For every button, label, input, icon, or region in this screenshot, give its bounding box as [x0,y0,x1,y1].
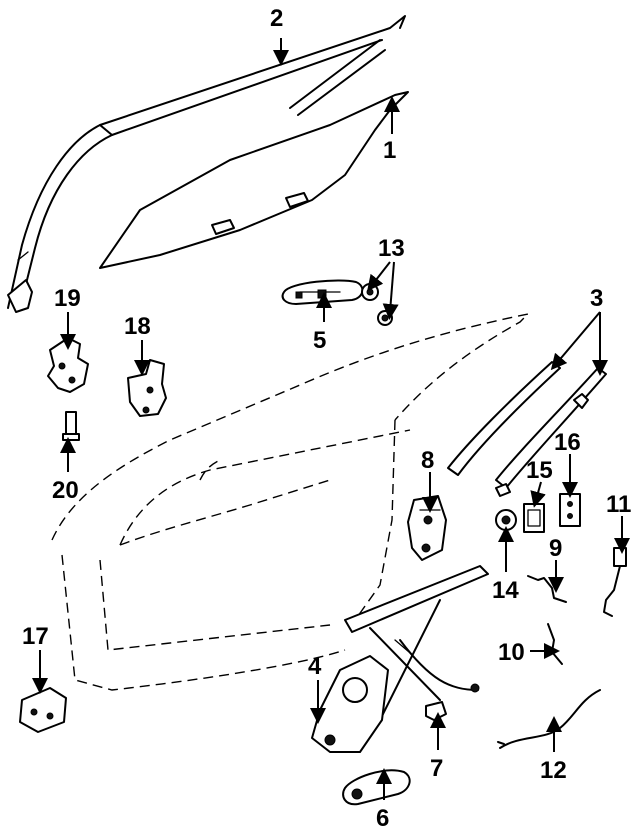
callout-8: 8 [421,447,434,474]
callout-17: 17 [22,623,49,650]
window-regulator-part [311,565,489,753]
callout-labels: 2 1 13 5 3 19 18 20 8 15 16 11 14 9 10 1… [22,5,631,832]
callout-12: 12 [540,757,567,784]
callout-14: 14 [492,577,519,604]
callout-20: 20 [52,477,79,504]
callout-4: 4 [308,653,322,680]
bracket-part [559,493,581,527]
door-shell-outline [51,312,531,691]
window-crank-part [342,769,411,806]
callout-3: 3 [590,285,603,312]
door-glass-part [99,91,409,269]
upper-hinge-part [47,337,89,393]
callout-19: 19 [54,285,81,312]
handle-fasteners-part [361,283,393,326]
door-lock-part [407,495,447,561]
callout-5: 5 [313,327,326,354]
leader-line-3a [550,311,601,371]
callout-1: 1 [383,137,396,164]
retainer-clip-part [523,503,545,533]
callout-16: 16 [554,429,581,456]
door-check-part [19,687,67,733]
callout-18: 18 [124,313,151,340]
lower-hinge-part [127,359,167,417]
lock-rod-part [527,575,567,603]
leader-lines [32,38,630,800]
callout-10: 10 [498,639,525,666]
callout-15: 15 [526,457,553,484]
regulator-clip-part [425,701,447,721]
hinge-pin-part [62,411,80,441]
lock-cylinder-part [495,509,517,531]
callout-6: 6 [376,805,389,832]
leader-line-13b [382,261,399,320]
outside-handle-part [281,279,364,305]
leader-line-15 [530,481,546,508]
callout-13: 13 [378,235,405,262]
handle-rod-part [603,547,627,617]
glass-run-channel-part [7,15,406,313]
leader-line-13a [367,261,391,292]
callout-7: 7 [430,755,443,782]
link-rod-part [547,623,563,665]
callout-11: 11 [606,491,631,518]
callout-2: 2 [270,5,283,32]
cable-part [497,689,601,749]
callout-9: 9 [549,535,562,562]
